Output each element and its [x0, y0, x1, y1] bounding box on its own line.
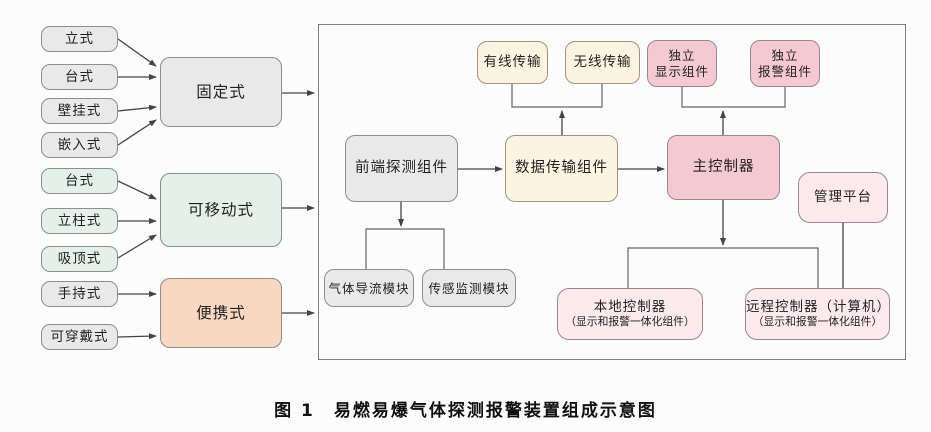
- node-sensor-monitoring-module: 传感监测模块: [422, 269, 516, 307]
- node-front-detection: 前端探测组件: [345, 135, 458, 202]
- system-boundary-box: [318, 24, 906, 360]
- variant-box-desktop: 台式: [41, 64, 118, 90]
- variant-box-wallmount: 壁挂式: [41, 98, 118, 124]
- remote-controller-line1: 远程控制器（计算机）: [746, 298, 891, 315]
- variant-box-vertical: 立式: [41, 26, 118, 52]
- variant-box-embedded: 嵌入式: [41, 132, 118, 158]
- category-box-movable: 可移动式: [160, 173, 282, 247]
- node-management-platform: 管理平台: [798, 172, 888, 223]
- category-box-portable: 便携式: [160, 278, 282, 348]
- independent-alarm-line1: 独立: [771, 47, 799, 63]
- node-independent-alarm: 独立 报警组件: [750, 40, 820, 87]
- node-data-transmission: 数据传输组件: [505, 135, 618, 202]
- figure-caption: 图 1 易燃易爆气体探测报警装置组成示意图: [274, 401, 657, 421]
- node-local-controller: 本地控制器 （显示和报警一体化组件）: [557, 288, 703, 340]
- variant-box-ceiling: 吸顶式: [41, 246, 118, 272]
- category-box-fixed: 固定式: [160, 57, 282, 127]
- variant-box-pillar: 立柱式: [41, 208, 118, 234]
- variant-box-wearable: 可穿戴式: [41, 324, 118, 350]
- remote-controller-line2: （显示和报警一体化组件）: [752, 315, 883, 329]
- independent-display-line1: 独立: [668, 47, 696, 63]
- variant-box-desktop-2: 台式: [41, 168, 118, 194]
- node-gas-diversion-module: 气体导流模块: [324, 269, 414, 307]
- independent-display-line2: 显示组件: [654, 63, 709, 79]
- variant-box-handheld: 手持式: [41, 281, 118, 307]
- independent-alarm-line2: 报警组件: [757, 63, 812, 79]
- node-remote-controller: 远程控制器（计算机） （显示和报警一体化组件）: [745, 288, 890, 340]
- node-independent-display: 独立 显示组件: [647, 40, 717, 87]
- local-controller-line1: 本地控制器: [593, 298, 667, 315]
- node-wired-transmission: 有线传输: [477, 41, 548, 84]
- node-wireless-transmission: 无线传输: [565, 41, 640, 84]
- local-controller-line2: （显示和报警一体化组件）: [565, 315, 695, 329]
- node-main-controller: 主控制器: [667, 135, 780, 200]
